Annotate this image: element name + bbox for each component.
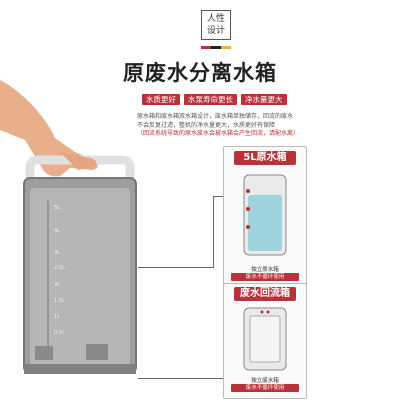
- scale-label: 5L: [54, 205, 60, 211]
- panel-subcaption: 废水不循环使用: [231, 384, 299, 392]
- scale-label: 4L: [54, 228, 60, 234]
- panel-caption: 独立原水箱: [251, 267, 279, 273]
- scale-label: 0.5L: [54, 330, 65, 336]
- level-marker: [260, 310, 264, 314]
- raw-water-tank-panel: 5L原水箱 独立原水箱 废水不循环使用: [223, 146, 307, 288]
- connector-line: [213, 196, 214, 268]
- waste-water-tank-panel: 废水回流箱 独立废水箱 废水不循环使用: [223, 283, 307, 399]
- tank-inner: [30, 188, 130, 366]
- panel-heading: 废水回流箱: [234, 287, 296, 301]
- tank-fitting-right: [86, 344, 108, 360]
- badge-line2: 设计: [206, 26, 225, 36]
- connector-line: [138, 267, 214, 268]
- feature-tag: 净水量更大: [241, 94, 287, 105]
- description-line: 原水箱和废水箱双水箱设计，废水箱单独储存，回流的废水: [137, 113, 294, 120]
- panel-subcaption: 废水不循环使用: [231, 273, 299, 281]
- level-marker: [246, 207, 250, 211]
- accent-stripe-gold: [221, 46, 231, 49]
- tank-base: [24, 364, 136, 374]
- description: 原水箱和废水箱双水箱设计，废水箱单独储存，回流的废水 不会反复过滤，整机的净水量…: [137, 113, 327, 139]
- panel-caption: 独立废水箱: [251, 378, 279, 384]
- finger-shape: [60, 152, 97, 170]
- connector-line: [138, 378, 223, 379]
- hand-shape: [0, 80, 98, 177]
- tank-fitting-left: [35, 346, 53, 360]
- level-marker: [246, 189, 250, 193]
- raw-tank-diagram: [243, 174, 287, 256]
- level-marker: [246, 225, 250, 229]
- page-title: 原废水分离水箱: [123, 61, 277, 85]
- scale-label: 2L: [54, 282, 60, 288]
- feature-tag: 水泵寿命更长: [184, 94, 237, 105]
- connector-line: [213, 196, 223, 197]
- badge-line1: 人性: [206, 14, 225, 24]
- scale-label: 3L: [54, 250, 60, 256]
- raw-tank-water: [248, 195, 282, 251]
- panel-heading: 5L原水箱: [234, 151, 296, 165]
- description-line: 不会反复过滤，整机的净水量更大，水质更好有保障: [137, 121, 276, 129]
- feature-tags: 水质更好 水泵寿命更长 净水量更大: [142, 94, 287, 105]
- feature-tag: 水质更好: [142, 94, 180, 105]
- accent-stripe-black: [211, 46, 221, 49]
- scale-label: 1L: [54, 314, 60, 320]
- scale-label: 2.5L: [54, 265, 65, 271]
- level-marker: [266, 310, 270, 314]
- water-tank-illustration: [0, 80, 137, 374]
- accent-stripe-red: [201, 46, 211, 49]
- scale-label: 1.5L: [54, 298, 65, 304]
- design-badge: 人性 设计: [201, 10, 231, 40]
- waste-tank-diagram: [243, 307, 287, 371]
- waste-tank-inner: [249, 315, 281, 363]
- description-note: （回流系统导致的原水废水会被水箱会产生回流，请配水离）: [137, 130, 300, 137]
